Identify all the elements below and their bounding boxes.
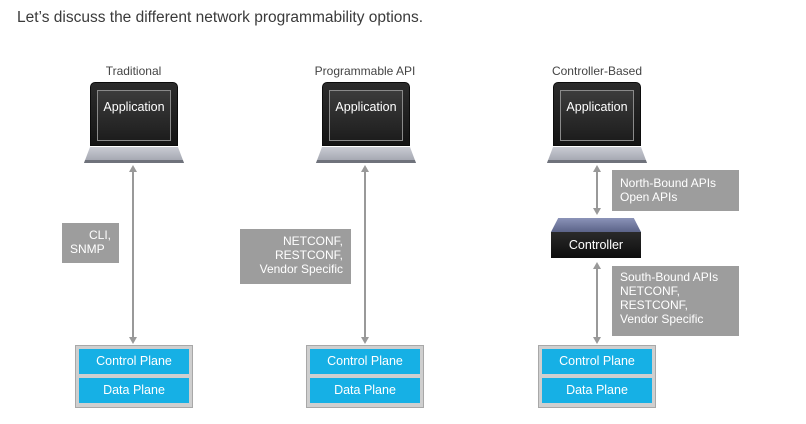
network-device-planes: Control Plane Data Plane bbox=[538, 345, 656, 408]
protocol-label-line: RESTCONF, bbox=[274, 248, 343, 262]
protocol-label-line: NETCONF, bbox=[283, 234, 343, 248]
column-title-controller-based: Controller-Based bbox=[551, 64, 643, 78]
protocol-label: NETCONF, RESTCONF, Vendor Specific bbox=[240, 229, 351, 284]
application-label: Application bbox=[566, 100, 628, 114]
data-plane: Data Plane bbox=[542, 378, 652, 403]
north-bound-label-line: North-Bound APIs bbox=[620, 176, 717, 190]
protocol-label-line: Vendor Specific bbox=[259, 262, 343, 276]
controller-label: Controller bbox=[551, 232, 641, 258]
network-device-planes: Control Plane Data Plane bbox=[75, 345, 193, 408]
south-bound-label: South-Bound APIs NETCONF, RESTCONF, Vend… bbox=[612, 266, 739, 336]
intro-text: Let’s discuss the different network prog… bbox=[17, 9, 424, 26]
data-plane: Data Plane bbox=[310, 378, 420, 403]
application-label: Application bbox=[103, 100, 165, 114]
control-plane: Control Plane bbox=[79, 349, 189, 374]
protocol-label-line: SNMP bbox=[70, 242, 105, 256]
data-plane: Data Plane bbox=[79, 378, 189, 403]
north-bound-label: North-Bound APIs Open APIs bbox=[612, 170, 739, 211]
south-bound-label-line: Vendor Specific bbox=[620, 312, 704, 326]
column-title-programmable-api: Programmable API bbox=[314, 64, 416, 78]
south-bound-label-line: NETCONF, bbox=[620, 284, 680, 298]
protocol-label-line: CLI, bbox=[88, 228, 111, 242]
north-bound-label-line: Open APIs bbox=[620, 190, 678, 204]
protocol-label: CLI, SNMP bbox=[62, 223, 119, 263]
application-label: Application bbox=[335, 100, 397, 114]
south-bound-label-line: South-Bound APIs bbox=[620, 270, 719, 284]
column-title-traditional: Traditional bbox=[105, 64, 162, 78]
controller-icon: Controller bbox=[551, 218, 641, 258]
control-plane: Control Plane bbox=[542, 349, 652, 374]
network-device-planes: Control Plane Data Plane bbox=[306, 345, 424, 408]
south-bound-label-line: RESTCONF, bbox=[620, 298, 689, 312]
control-plane: Control Plane bbox=[310, 349, 420, 374]
